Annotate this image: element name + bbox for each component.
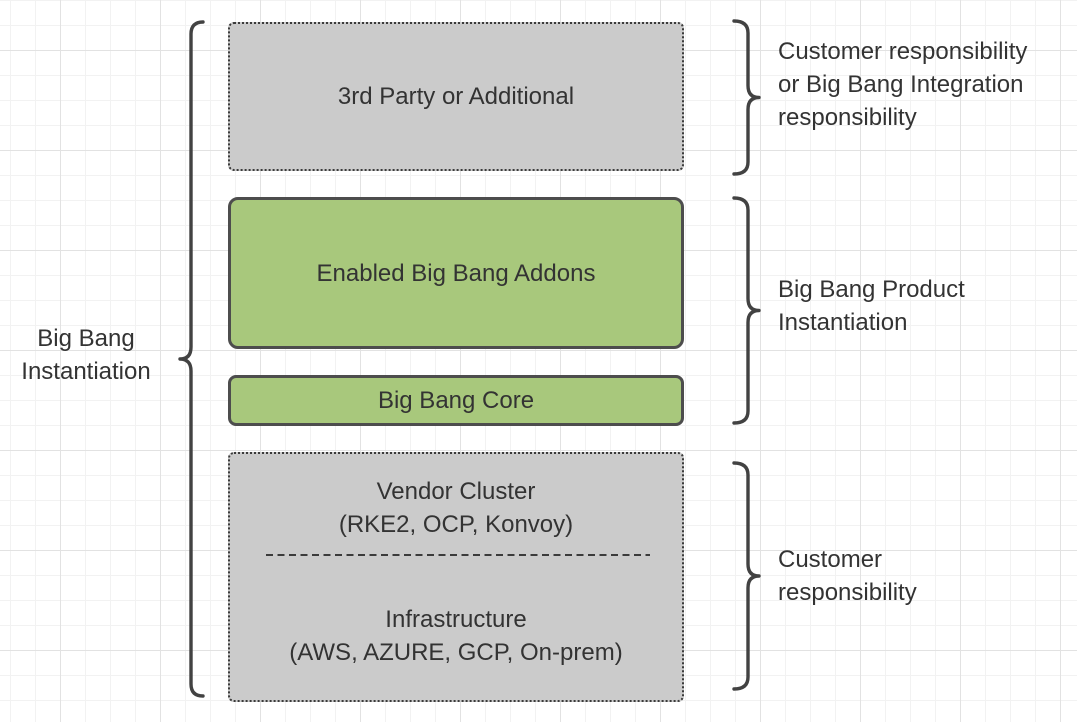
box-cluster-infrastructure: Vendor Cluster (RKE2, OCP, Konvoy) Infra… xyxy=(228,452,684,702)
label-line: or Big Bang Integration xyxy=(778,71,1024,98)
right-curly-brace-top xyxy=(732,19,761,176)
box-3rd-party-label: 3rd Party or Additional xyxy=(337,83,575,110)
label-big-bang-product-instantiation: Big Bang Product Instantiation xyxy=(778,273,965,339)
right-curly-brace-middle xyxy=(732,196,761,425)
label-line: Big Bang xyxy=(37,325,135,352)
label-line: Instantiation xyxy=(21,358,151,385)
big-bang-instantiation-label: Big Bang Instantiation xyxy=(6,322,166,388)
label-line: Vendor Cluster xyxy=(376,478,536,505)
label-line: Customer responsibility xyxy=(778,38,1028,65)
label-line: Big Bang Product xyxy=(778,276,965,303)
box-enabled-addons-label: Enabled Big Bang Addons xyxy=(316,259,596,287)
label-line: Infrastructure xyxy=(385,606,527,633)
label-line: responsibility xyxy=(778,104,917,131)
label-customer-responsibility: Customer responsibility xyxy=(778,543,917,609)
box-enabled-addons: Enabled Big Bang Addons xyxy=(228,197,684,349)
label-line: Instantiation xyxy=(778,309,908,336)
label-customer-or-integration-responsibility: Customer responsibility or Big Bang Inte… xyxy=(778,35,1027,134)
infrastructure-text: Infrastructure (AWS, AZURE, GCP, On-prem… xyxy=(230,603,682,669)
box-3rd-party: 3rd Party or Additional xyxy=(228,22,684,171)
label-line: Customer xyxy=(778,546,883,573)
box-big-bang-core-label: Big Bang Core xyxy=(377,387,535,414)
label-line: (AWS, AZURE, GCP, On-prem) xyxy=(289,639,623,666)
dashed-divider xyxy=(266,554,650,556)
label-line: (RKE2, OCP, Konvoy) xyxy=(338,511,574,538)
vendor-cluster-text: Vendor Cluster (RKE2, OCP, Konvoy) xyxy=(230,475,682,541)
left-curly-brace xyxy=(178,20,205,698)
label-line: responsibility xyxy=(778,579,917,606)
right-curly-brace-bottom xyxy=(732,461,761,691)
box-big-bang-core: Big Bang Core xyxy=(228,375,684,426)
